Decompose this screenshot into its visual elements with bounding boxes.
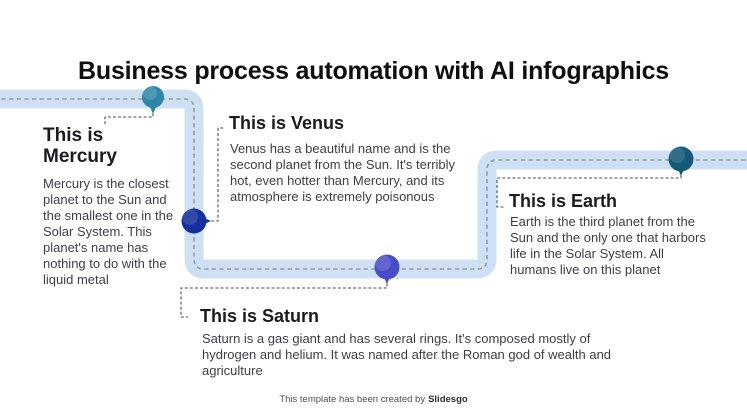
attribution-text: This template has been created by: [279, 394, 426, 405]
mercury-marker-icon: [142, 86, 164, 114]
saturn-marker-icon: [374, 254, 400, 284]
mercury-step-body: Mercury is the closest planet to the Sun…: [43, 176, 174, 287]
earth-marker-icon: [668, 146, 694, 176]
page-title: Business process automation with AI info…: [78, 56, 669, 85]
saturn-step-heading: This is Saturn: [200, 306, 320, 326]
venus-step-body: Venus has a beautiful name and is the se…: [230, 141, 456, 204]
earth-step-heading: This is Earth: [509, 191, 618, 211]
road-centerline: [0, 98, 747, 270]
saturn-step-body: Saturn is a gas giant and has several ri…: [202, 331, 612, 378]
venus-step-heading: This is Venus: [229, 113, 345, 133]
venus-marker-icon: [181, 208, 211, 234]
mercury-step-heading: This is Mercury: [43, 125, 117, 168]
saturn-connector-line: [180, 273, 388, 318]
venus-connector-line: [201, 127, 225, 222]
brand-name: Slidesgo: [428, 394, 468, 405]
earth-step-body: Earth is the third planet from the Sun a…: [510, 214, 706, 277]
